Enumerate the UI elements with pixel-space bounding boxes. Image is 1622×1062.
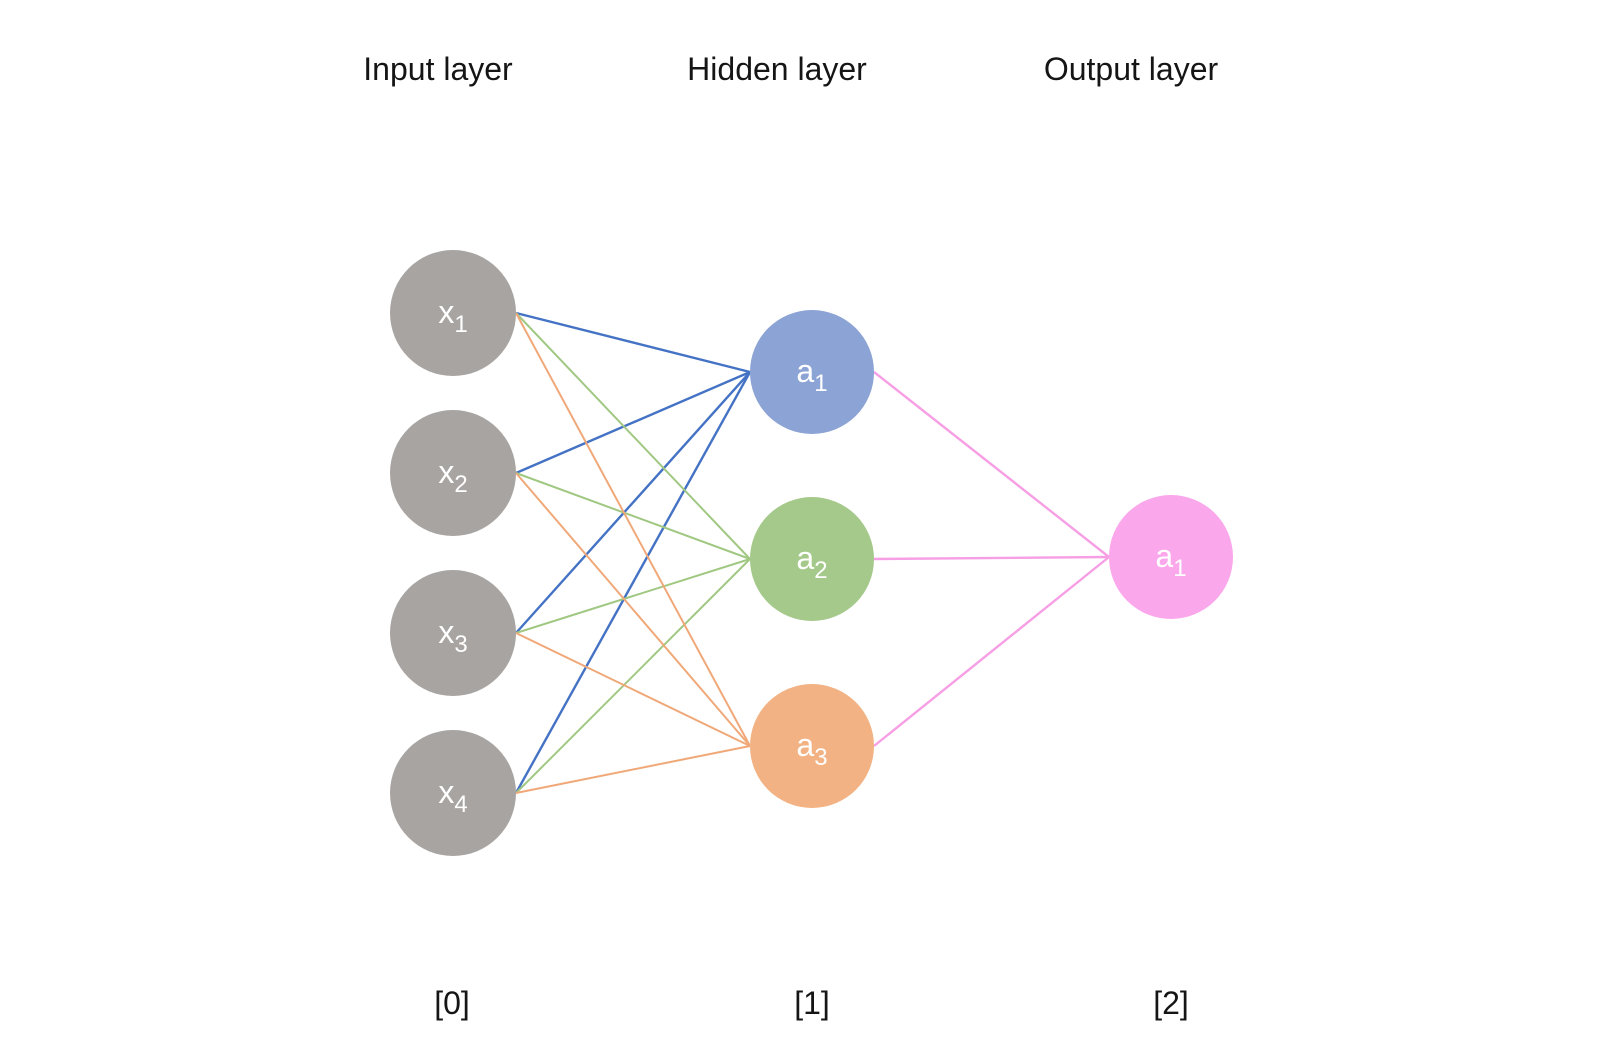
- node-circle-x2: [390, 410, 516, 536]
- edge-x2-a3: [515, 472, 751, 747]
- edge-a1-out_a1: [873, 371, 1110, 558]
- edge-x4-a3: [515, 745, 751, 794]
- node-circle-a2: [750, 497, 874, 621]
- node-label-out_a1: a1: [1155, 538, 1186, 582]
- node-x3: x3: [390, 570, 516, 696]
- node-label-a3: a3: [796, 727, 827, 771]
- node-x2: x2: [390, 410, 516, 536]
- edge-x3-a1: [515, 371, 751, 634]
- edge-a3-out_a1: [873, 556, 1110, 747]
- edge-x4-a1: [514, 371, 752, 794]
- edge-a2-out_a1: [873, 555, 1110, 561]
- node-out_a1: a1: [1109, 495, 1233, 619]
- node-label-x4: x4: [438, 774, 467, 818]
- node-x1: x1: [390, 250, 516, 376]
- layer-title-input: Input layer: [363, 51, 513, 87]
- node-label-x3: x3: [438, 614, 467, 658]
- node-a2: a2: [750, 497, 874, 621]
- edge-x2-a1: [515, 370, 751, 475]
- node-circle-x1: [390, 250, 516, 376]
- node-circle-a3: [750, 684, 874, 808]
- node-label-x2: x2: [438, 454, 467, 498]
- layer-title-hidden: Hidden layer: [687, 51, 867, 87]
- node-a3: a3: [750, 684, 874, 808]
- node-circle-out_a1: [1109, 495, 1233, 619]
- edge-x1-a1: [515, 311, 751, 374]
- node-x4: x4: [390, 730, 516, 856]
- layer-index-label-output: [2]: [1153, 985, 1189, 1021]
- node-circle-x4: [390, 730, 516, 856]
- node-a1: a1: [750, 310, 874, 434]
- edges-group: [514, 311, 1110, 794]
- node-circle-a1: [750, 310, 874, 434]
- node-circle-x3: [390, 570, 516, 696]
- edge-x3-a2: [515, 558, 751, 634]
- edge-x4-a2: [515, 558, 751, 794]
- node-label-a1: a1: [796, 353, 827, 397]
- edge-x3-a3: [515, 632, 751, 747]
- layer-title-output: Output layer: [1044, 51, 1219, 87]
- layer-index-label-input: [0]: [434, 985, 470, 1021]
- edge-x2-a2: [515, 472, 751, 560]
- edge-x1-a2: [515, 312, 751, 560]
- edge-x1-a3: [515, 312, 751, 747]
- node-label-x1: x1: [438, 294, 467, 338]
- layer-index-label-hidden: [1]: [794, 985, 830, 1021]
- nodes-group: x1 x2 x3 x4 a1 a2 a3 a1: [390, 250, 1233, 856]
- node-label-a2: a2: [796, 540, 827, 584]
